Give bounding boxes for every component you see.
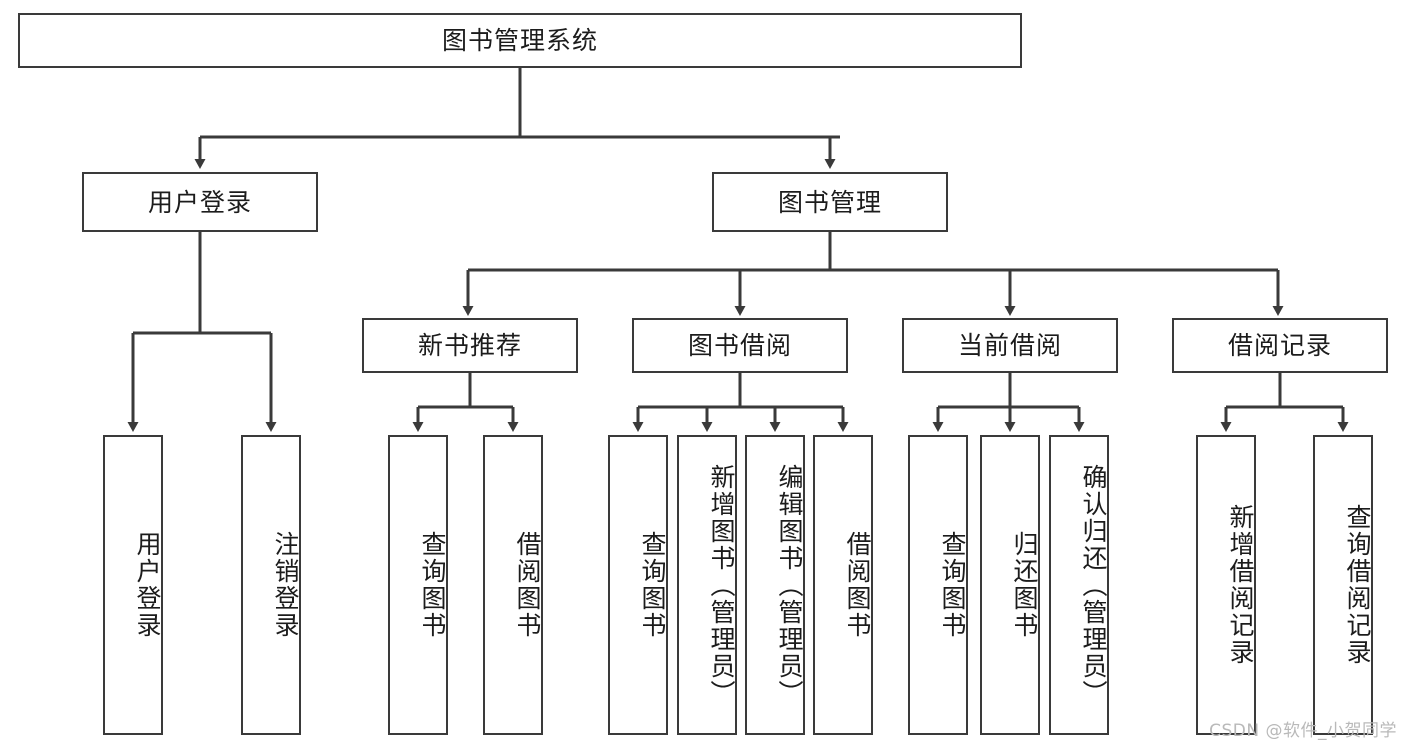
node-leaf-add-record[interactable]: 新增借阅记录 [1196,435,1256,735]
node-leaf-query-book-3[interactable]: 查询图书 [908,435,968,735]
node-label: 图书管理系统 [441,26,598,55]
node-label: 用户登录 [133,531,162,639]
node-label: 当前借阅 [957,331,1062,360]
node-user-login[interactable]: 用户登录 [82,172,318,232]
node-label: 新增图书（管理员） [707,463,736,707]
node-current-borrow[interactable]: 当前借阅 [902,318,1118,373]
node-leaf-edit-book[interactable]: 编辑图书（管理员） [745,435,805,735]
node-label: 确认归还（管理员） [1079,463,1108,707]
node-leaf-return-book[interactable]: 归还图书 [980,435,1040,735]
node-label: 注销登录 [271,531,300,639]
node-label: 用户登录 [147,187,252,217]
node-leaf-query-book-1[interactable]: 查询图书 [388,435,448,735]
node-leaf-query-record[interactable]: 查询借阅记录 [1313,435,1373,735]
node-label: 图书管理 [777,187,882,217]
node-label: 查询借阅记录 [1343,504,1372,666]
node-leaf-borrow-book-2[interactable]: 借阅图书 [813,435,873,735]
node-label: 查询图书 [938,531,967,639]
node-label: 借阅图书 [843,531,872,639]
node-new-book-recommend[interactable]: 新书推荐 [362,318,578,373]
node-label: 图书借阅 [687,331,792,360]
node-leaf-borrow-book-1[interactable]: 借阅图书 [483,435,543,735]
node-leaf-add-book[interactable]: 新增图书（管理员） [677,435,737,735]
node-label: 借阅图书 [513,531,542,639]
node-book-manage[interactable]: 图书管理 [712,172,948,232]
node-leaf-user-login[interactable]: 用户登录 [103,435,163,735]
node-book-borrow[interactable]: 图书借阅 [632,318,848,373]
node-label: 查询图书 [418,531,447,639]
node-borrow-record[interactable]: 借阅记录 [1172,318,1388,373]
node-root-system[interactable]: 图书管理系统 [18,13,1022,68]
node-leaf-user-logout[interactable]: 注销登录 [241,435,301,735]
node-label: 查询图书 [638,531,667,639]
node-leaf-confirm-return[interactable]: 确认归还（管理员） [1049,435,1109,735]
node-label: 归还图书 [1010,531,1039,639]
node-label: 编辑图书（管理员） [775,463,804,707]
node-label: 借阅记录 [1227,331,1332,360]
node-leaf-query-book-2[interactable]: 查询图书 [608,435,668,735]
node-label: 新书推荐 [417,331,522,360]
node-label: 新增借阅记录 [1226,504,1255,666]
